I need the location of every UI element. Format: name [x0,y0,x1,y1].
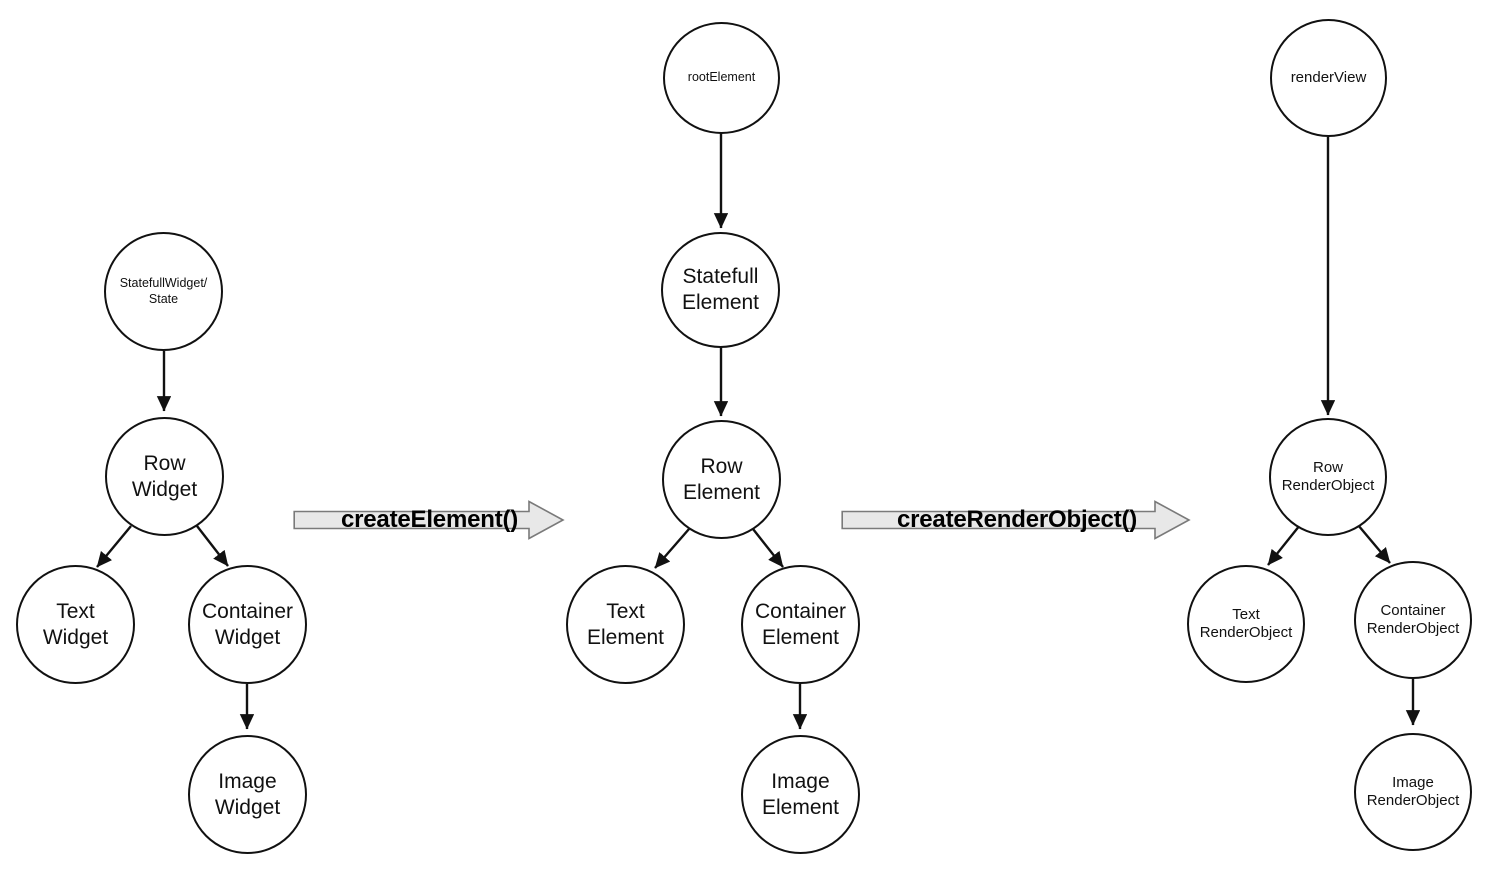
node-label: Image RenderObject [1366,773,1460,809]
node-label: Text Widget [42,599,109,649]
node-image-widget[interactable]: Image Widget [188,735,307,854]
node-label: Image Widget [214,769,281,819]
node-row-element[interactable]: Row Element [662,420,781,539]
node-container-widget[interactable]: Container Widget [188,565,307,684]
block-arrow-icon [841,500,1191,540]
node-container-element[interactable]: Container Element [741,565,860,684]
node-row-render-object[interactable]: Row RenderObject [1269,418,1387,536]
node-image-element[interactable]: Image Element [741,735,860,854]
node-label: Container RenderObject [1366,601,1460,637]
node-label: Container Element [754,599,847,649]
node-label: Text RenderObject [1199,605,1293,641]
node-label: StatefullWidget/ State [119,276,208,306]
node-label: renderView [1290,68,1367,86]
transition-create-element: createElement() [293,498,565,542]
node-text-element[interactable]: Text Element [566,565,685,684]
block-arrow-icon [293,500,565,540]
node-label: Statefull Element [681,265,760,314]
edge-rowrenderobject-to-textrenderobject [1267,524,1301,566]
node-statefull-widget-state[interactable]: StatefullWidget/ State [104,232,223,351]
edge-rowwidget-to-containerwidget [196,525,229,567]
node-label: Text Element [586,599,665,649]
edge-rowelement-to-textelement [654,528,690,569]
node-image-render-object[interactable]: Image RenderObject [1354,733,1472,851]
node-root-element[interactable]: rootElement [663,22,780,134]
node-container-render-object[interactable]: Container RenderObject [1354,561,1472,679]
edge-rowwidget-to-textwidget [96,525,132,568]
transition-label: createElement() [341,506,519,533]
node-row-widget[interactable]: Row Widget [105,417,224,536]
transition-label: createRenderObject() [897,506,1138,533]
transition-create-render-object: createRenderObject() [841,498,1191,542]
node-text-widget[interactable]: Text Widget [16,565,135,684]
node-statefull-element[interactable]: Statefull Element [661,232,780,348]
node-render-view[interactable]: renderView [1270,19,1387,137]
node-label: Row Widget [131,451,198,501]
edge-rowrenderobject-to-containerrenderobject [1357,524,1391,564]
node-label: rootElement [687,70,756,85]
node-label: Row RenderObject [1281,458,1375,494]
node-text-render-object[interactable]: Text RenderObject [1187,565,1305,683]
node-label: Image Element [761,769,840,819]
edge-rowelement-to-containerelement [752,528,784,568]
node-label: Row Element [682,454,761,504]
node-label: Container Widget [201,599,294,649]
